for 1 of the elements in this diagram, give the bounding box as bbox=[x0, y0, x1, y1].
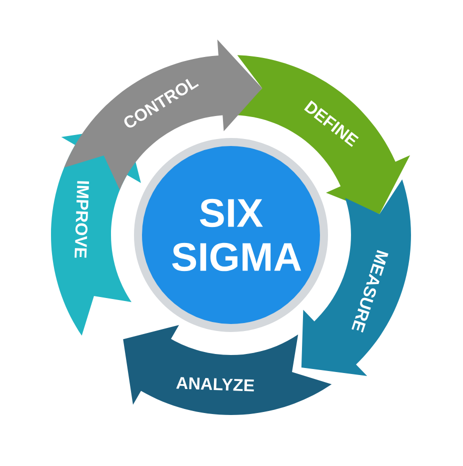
arrow-segment: ANALYZE bbox=[123, 325, 332, 415]
